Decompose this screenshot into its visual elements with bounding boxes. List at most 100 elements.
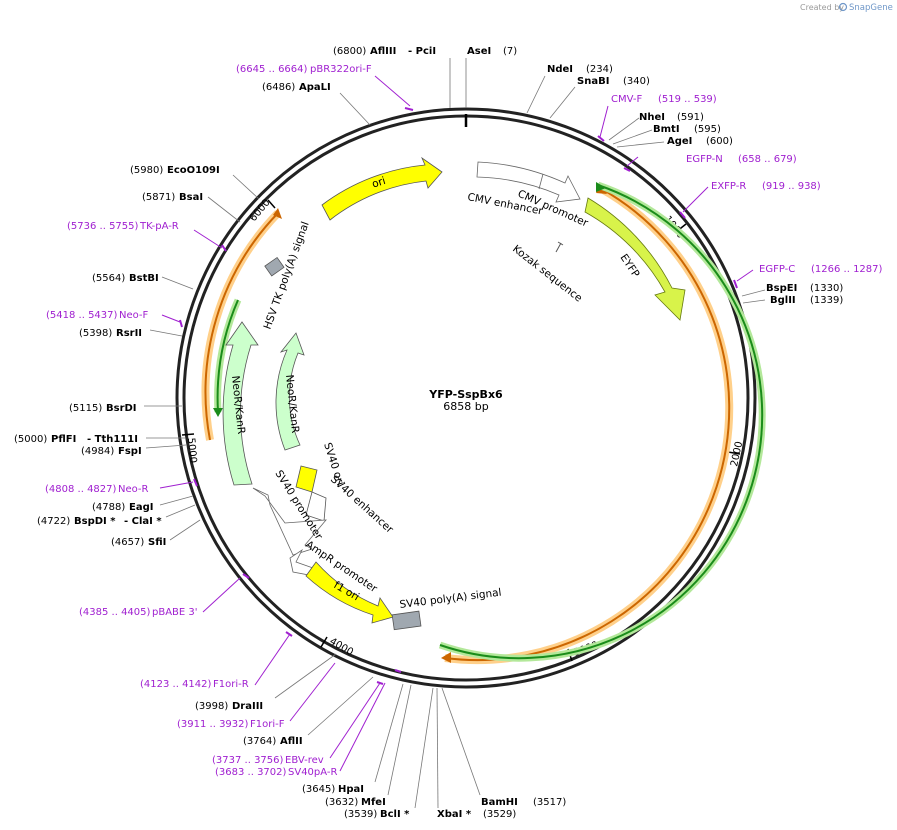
primer-range-pbabe-3: (4385 .. 4405): [79, 607, 151, 618]
site-pos-fspI: (4984): [81, 446, 114, 457]
brand-name: SnapGene: [849, 3, 893, 13]
cmv-divider: [538, 173, 544, 190]
site-name-nheI: NheI: [639, 112, 665, 123]
site-name-mfeI: MfeI: [361, 797, 386, 808]
site-pos-hpaI: (3645): [302, 784, 335, 795]
kozak-label: Kozak sequence: [510, 243, 584, 305]
primer-name-neo-f: Neo-F: [119, 310, 149, 321]
sv40-enhancer-label: SV40 enhancer: [328, 473, 396, 536]
site-name-fspI: FspI: [118, 446, 142, 457]
site-name-snabI: SnaBI: [577, 76, 609, 87]
site-extra-tth111I: - Tth111I: [87, 434, 138, 445]
ori-label: ori: [370, 175, 387, 191]
primer-name-f1ori-r: F1ori-R: [213, 679, 249, 690]
site-pos-bamHI: (3517): [533, 797, 566, 808]
plasmid-name: YFP-SspBx6: [428, 388, 503, 401]
primer-name-pbabe-3: pBABE 3': [152, 607, 198, 618]
primer-name-neo-r: Neo-R: [118, 484, 149, 495]
backbone-outer-ring: [175, 107, 757, 689]
primer-range-f1ori-f: (3911 .. 3932): [177, 719, 249, 730]
site-name-bsrDI: BsrDI: [106, 403, 137, 414]
primer-labels: (6645 .. 6664) pBR322ori-F CMV-F (519 ..…: [45, 64, 883, 778]
site-pos-bsaI: (5871): [142, 192, 175, 203]
sv40-polya-label: SV40 poly(A) signal: [399, 587, 502, 611]
site-pos-bglII: (1339): [810, 295, 843, 306]
site-pos-bspDI: (4722): [37, 516, 70, 527]
site-name-bspEI: BspEI: [766, 283, 797, 294]
sv40-polya-box: [391, 610, 422, 631]
primer-range-egfp-c: (1266 .. 1287): [811, 264, 883, 275]
plasmid-length: 6858 bp: [443, 400, 488, 413]
tick-6000: [267, 199, 276, 209]
site-pos-mfeI: (3632): [325, 797, 358, 808]
neor-outer-arrow: [222, 321, 259, 486]
site-pos-pflFI: (5000): [14, 434, 47, 445]
site-name-sfiI: SfiI: [148, 537, 166, 548]
orf-lines: [213, 181, 766, 662]
primer-range-pbr322ori-f: (6645 .. 6664): [236, 64, 308, 75]
orange-arc-left-arrow-icon: [273, 208, 282, 219]
site-pos-aflIII: (6800): [333, 46, 366, 57]
site-name-rsrII: RsrII: [116, 328, 142, 339]
site-extra-claI: - ClaI *: [124, 516, 162, 527]
orange-arc-right: [444, 187, 731, 661]
site-pos-snabI: (340): [623, 76, 650, 87]
site-pos-ageI: (600): [706, 136, 733, 147]
primer-range-tk-pa-r: (5736 .. 5755): [67, 221, 139, 232]
snapgene-logo-icon: [838, 2, 848, 12]
neor-inner-arrow: [275, 332, 305, 451]
sv40-ori-box: [295, 465, 318, 493]
primer-range-ebv-rev: (3737 .. 3756): [212, 755, 284, 766]
site-name-draIII: DraIII: [232, 701, 263, 712]
primer-range-neo-f: (5418 .. 5437): [46, 310, 118, 321]
site-name-bamHI: BamHI: [481, 797, 518, 808]
orf-left-line: [216, 299, 239, 413]
eyfp-arrow: [584, 197, 686, 321]
site-name-aflII: AflII: [280, 736, 303, 747]
primer-range-sv40pa-r: (3683 .. 3702): [215, 767, 287, 778]
kozak-mark-2: [555, 242, 562, 253]
site-pos-apaLI: (6486): [262, 82, 295, 93]
primer-name-cmv-f: CMV-F: [611, 94, 642, 105]
primer-name-tk-pa-r: TK-pA-R: [139, 221, 179, 232]
cmv-arrow: [476, 161, 581, 203]
site-pos-aseI: (7): [503, 46, 517, 57]
site-pos-bsrDI: (5115): [69, 403, 102, 414]
site-name-ageI: AgeI: [667, 136, 692, 147]
tick-2000: [727, 451, 741, 455]
primer-leader-lines: [159, 75, 754, 772]
orange-arc-left: [204, 212, 279, 441]
site-pos-bstBI: (5564): [92, 273, 125, 284]
primer-name-egfp-c: EGFP-C: [759, 264, 795, 275]
site-name-bspDI: BspDI *: [74, 516, 116, 527]
orf-right-line: [439, 184, 764, 660]
restriction-site-labels: (6800) AflIII - PciI AseI (7) NdeI (234)…: [14, 46, 843, 820]
primer-name-sv40pa-r: SV40pA-R: [288, 767, 337, 778]
primer-name-f1ori-f: F1ori-F: [250, 719, 285, 730]
site-name-hpaI: HpaI: [338, 784, 364, 795]
primer-range-f1ori-r: (4123 .. 4142): [140, 679, 212, 690]
tick-label-5000: 5000: [185, 437, 198, 463]
site-name-bmtI: BmtI: [653, 124, 680, 135]
site-pos-nheI: (591): [677, 112, 704, 123]
site-extra-pciI: - PciI: [408, 46, 436, 57]
orange-arcs: [201, 184, 734, 664]
snapgene-brand: Created by SnapGene: [800, 2, 893, 13]
primer-name-exfp-r: EXFP-R: [711, 181, 746, 192]
hsv-polya-label: HSV TK poly(A) signal: [262, 220, 312, 331]
hsv-polya-box: [264, 256, 285, 277]
site-name-bsaI: BsaI: [179, 192, 203, 203]
site-pos-sfiI: (4657): [111, 537, 144, 548]
site-pos-bclI: (3539): [344, 809, 377, 820]
site-name-aflIII: AflIII: [370, 46, 396, 57]
ori-arrow: [321, 156, 443, 221]
site-leader-lines: [144, 58, 766, 809]
tick-5000: [181, 433, 195, 436]
site-pos-ecoO109I: (5980): [130, 165, 163, 176]
primer-range-egfp-n: (658 .. 679): [738, 154, 797, 165]
tick-label-2000: 2000: [729, 440, 745, 467]
site-pos-bmtI: (595): [694, 124, 721, 135]
primer-range-neo-r: (4808 .. 4827): [45, 484, 117, 495]
site-name-xbaI: XbaI *: [437, 809, 472, 820]
site-pos-xbaI: (3529): [483, 809, 516, 820]
